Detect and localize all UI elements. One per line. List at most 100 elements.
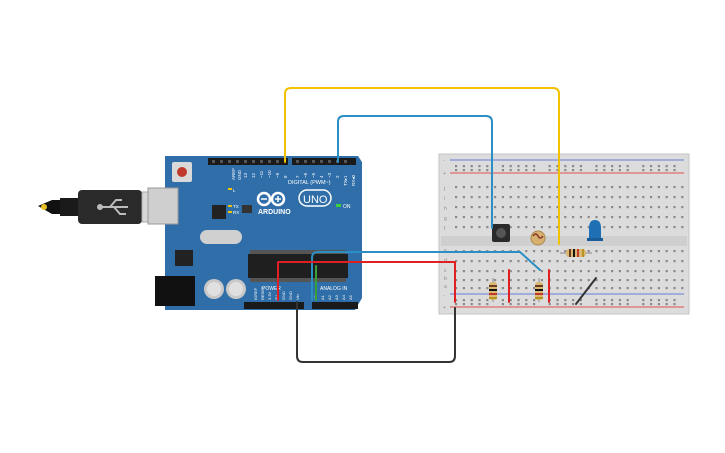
breadboard-hole[interactable] bbox=[501, 216, 504, 219]
breadboard-hole[interactable] bbox=[517, 260, 520, 263]
breadboard-hole[interactable] bbox=[517, 196, 520, 199]
rail-hole[interactable] bbox=[548, 303, 551, 306]
rail-hole[interactable] bbox=[556, 303, 559, 306]
breadboard-hole[interactable] bbox=[462, 260, 465, 263]
resistor-led[interactable] bbox=[560, 249, 592, 257]
breadboard-hole[interactable] bbox=[650, 226, 653, 229]
rail-hole[interactable] bbox=[603, 299, 606, 302]
breadboard-hole[interactable] bbox=[579, 287, 582, 290]
breadboard-hole[interactable] bbox=[478, 186, 481, 189]
breadboard-hole[interactable] bbox=[572, 206, 575, 209]
breadboard-hole[interactable] bbox=[673, 186, 676, 189]
rail-hole[interactable] bbox=[486, 303, 489, 306]
breadboard-hole[interactable] bbox=[494, 270, 497, 273]
rail-hole[interactable] bbox=[618, 165, 621, 168]
pushbutton[interactable] bbox=[492, 224, 510, 242]
breadboard-hole[interactable] bbox=[509, 186, 512, 189]
breadboard-hole[interactable] bbox=[665, 196, 668, 199]
rail-hole[interactable] bbox=[564, 303, 567, 306]
breadboard-hole[interactable] bbox=[681, 287, 684, 290]
breadboard-hole[interactable] bbox=[603, 279, 606, 282]
breadboard-hole[interactable] bbox=[564, 206, 567, 209]
rail-hole[interactable] bbox=[470, 303, 473, 306]
rail-hole[interactable] bbox=[548, 165, 551, 168]
breadboard-hole[interactable] bbox=[603, 196, 606, 199]
breadboard-hole[interactable] bbox=[611, 196, 614, 199]
breadboard-hole[interactable] bbox=[494, 216, 497, 219]
breadboard-hole[interactable] bbox=[455, 260, 458, 263]
breadboard-hole[interactable] bbox=[665, 260, 668, 263]
breadboard-hole[interactable] bbox=[665, 206, 668, 209]
breadboard-hole[interactable] bbox=[478, 196, 481, 199]
breadboard-hole[interactable] bbox=[478, 226, 481, 229]
breadboard-hole[interactable] bbox=[665, 250, 668, 253]
blue-led[interactable] bbox=[587, 220, 603, 241]
breadboard-hole[interactable] bbox=[650, 260, 653, 263]
breadboard-hole[interactable] bbox=[642, 250, 645, 253]
breadboard-hole[interactable] bbox=[650, 287, 653, 290]
breadboard-hole[interactable] bbox=[603, 260, 606, 263]
breadboard-hole[interactable] bbox=[579, 270, 582, 273]
breadboard-hole[interactable] bbox=[650, 216, 653, 219]
breadboard-hole[interactable] bbox=[540, 279, 543, 282]
rail-hole[interactable] bbox=[650, 165, 653, 168]
breadboard-hole[interactable] bbox=[587, 216, 590, 219]
breadboard-hole[interactable] bbox=[673, 250, 676, 253]
breadboard-hole[interactable] bbox=[681, 226, 684, 229]
breadboard-hole[interactable] bbox=[657, 279, 660, 282]
rail-hole[interactable] bbox=[595, 169, 598, 172]
breadboard-hole[interactable] bbox=[603, 287, 606, 290]
breadboard-hole[interactable] bbox=[494, 260, 497, 263]
wire-yellow[interactable] bbox=[284, 87, 560, 245]
breadboard-hole[interactable] bbox=[657, 270, 660, 273]
breadboard-hole[interactable] bbox=[525, 226, 528, 229]
breadboard-hole[interactable] bbox=[462, 186, 465, 189]
rail-hole[interactable] bbox=[486, 299, 489, 302]
breadboard-hole[interactable] bbox=[548, 250, 551, 253]
breadboard-hole[interactable] bbox=[478, 270, 481, 273]
breadboard-hole[interactable] bbox=[587, 260, 590, 263]
breadboard-hole[interactable] bbox=[595, 186, 598, 189]
breadboard-hole[interactable] bbox=[517, 216, 520, 219]
breadboard-hole[interactable] bbox=[478, 260, 481, 263]
rail-hole[interactable] bbox=[603, 169, 606, 172]
breadboard-hole[interactable] bbox=[681, 250, 684, 253]
breadboard-hole[interactable] bbox=[540, 250, 543, 253]
rail-hole[interactable] bbox=[665, 165, 668, 168]
rail-hole[interactable] bbox=[642, 303, 645, 306]
breadboard-hole[interactable] bbox=[603, 226, 606, 229]
breadboard-hole[interactable] bbox=[470, 287, 473, 290]
rail-hole[interactable] bbox=[517, 303, 520, 306]
rail-hole[interactable] bbox=[650, 299, 653, 302]
breadboard-hole[interactable] bbox=[509, 287, 512, 290]
breadboard-hole[interactable] bbox=[681, 186, 684, 189]
breadboard-hole[interactable] bbox=[564, 250, 567, 253]
breadboard-hole[interactable] bbox=[587, 196, 590, 199]
rail-hole[interactable] bbox=[572, 303, 575, 306]
rail-hole[interactable] bbox=[579, 165, 582, 168]
breadboard-hole[interactable] bbox=[525, 287, 528, 290]
rail-hole[interactable] bbox=[533, 303, 536, 306]
breadboard-hole[interactable] bbox=[626, 226, 629, 229]
power-header[interactable] bbox=[244, 302, 304, 309]
breadboard-hole[interactable] bbox=[470, 226, 473, 229]
breadboard-hole[interactable] bbox=[455, 186, 458, 189]
breadboard-hole[interactable] bbox=[626, 196, 629, 199]
breadboard-hole[interactable] bbox=[634, 287, 637, 290]
rail-hole[interactable] bbox=[533, 299, 536, 302]
breadboard-hole[interactable] bbox=[517, 206, 520, 209]
rail-hole[interactable] bbox=[572, 299, 575, 302]
breadboard-hole[interactable] bbox=[540, 196, 543, 199]
breadboard-hole[interactable] bbox=[470, 270, 473, 273]
breadboard-hole[interactable] bbox=[611, 260, 614, 263]
breadboard-hole[interactable] bbox=[611, 250, 614, 253]
breadboard-hole[interactable] bbox=[509, 226, 512, 229]
breadboard-hole[interactable] bbox=[587, 270, 590, 273]
breadboard-hole[interactable] bbox=[517, 287, 520, 290]
breadboard-hole[interactable] bbox=[618, 270, 621, 273]
rail-hole[interactable] bbox=[525, 169, 528, 172]
breadboard-hole[interactable] bbox=[673, 279, 676, 282]
breadboard-hole[interactable] bbox=[564, 226, 567, 229]
rail-hole[interactable] bbox=[642, 165, 645, 168]
rail-hole[interactable] bbox=[517, 165, 520, 168]
